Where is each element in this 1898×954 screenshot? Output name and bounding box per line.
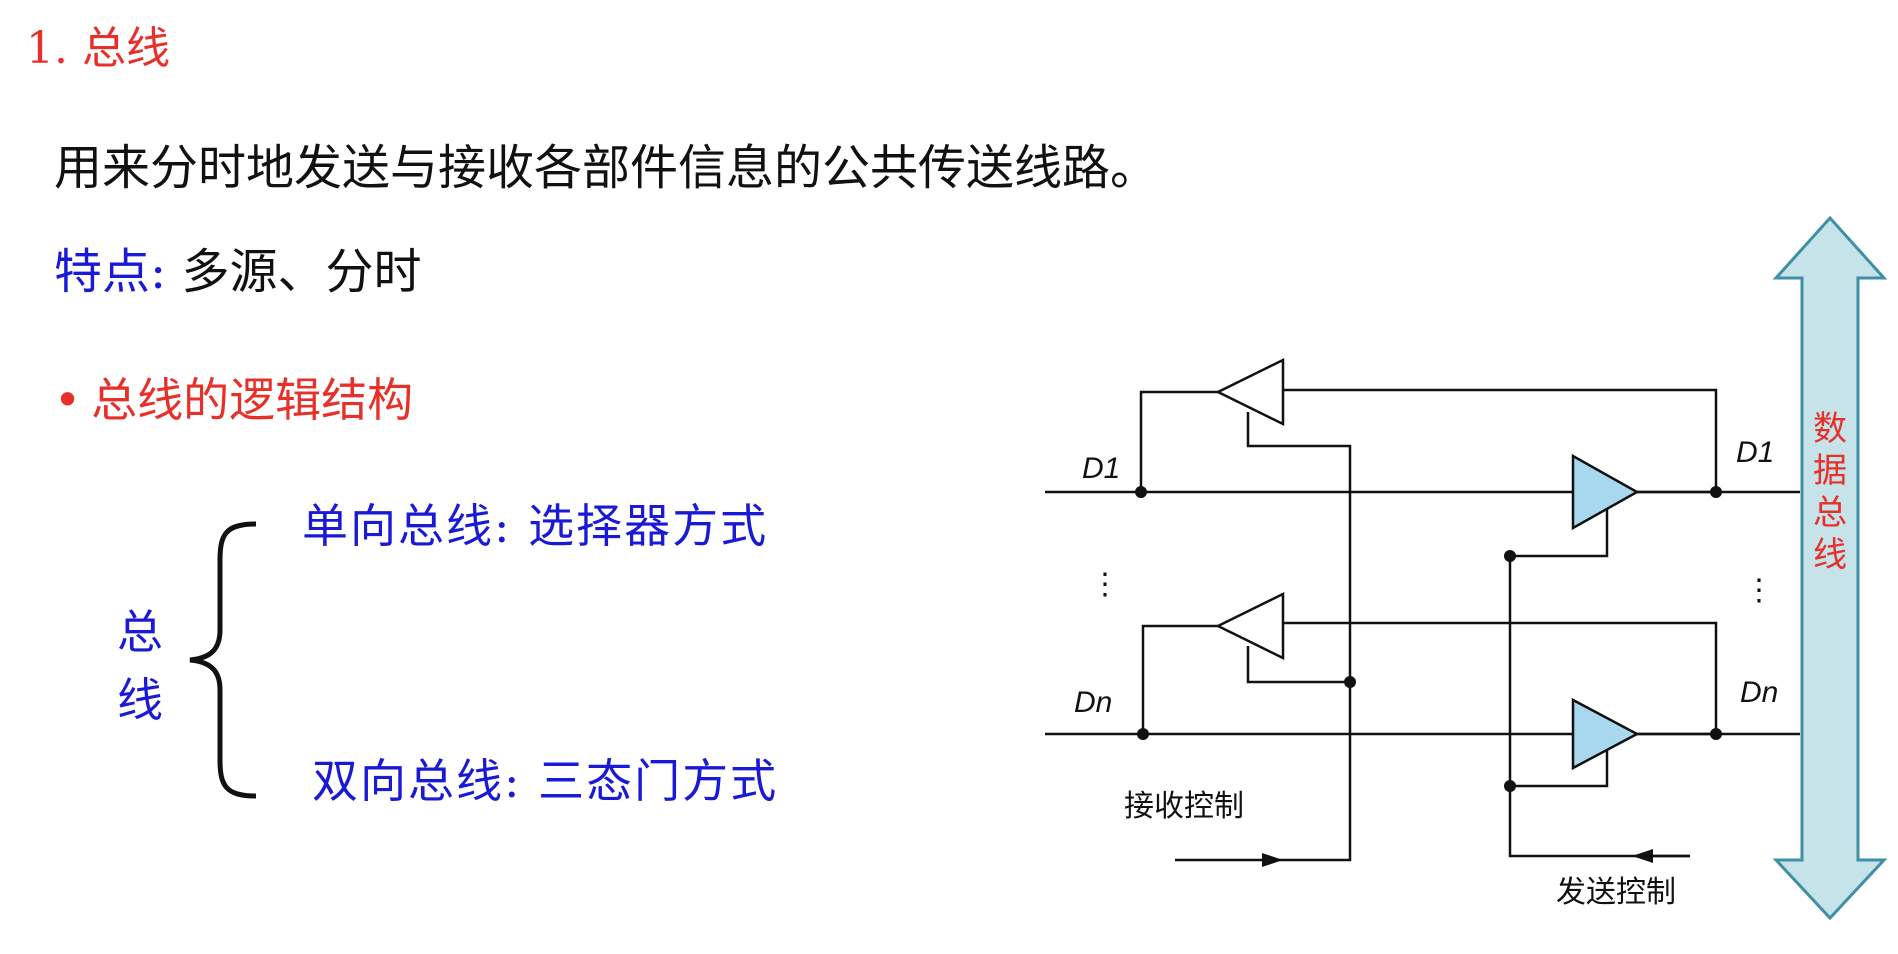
right-ellipsis: ⋮ bbox=[1744, 573, 1774, 608]
wire-recv2-enable bbox=[1246, 646, 1350, 684]
bus-label: 总线 bbox=[117, 605, 163, 727]
send-buffer-1-icon bbox=[1571, 453, 1640, 531]
right-d1-label: D1 bbox=[1736, 436, 1774, 469]
section-title: 1. 总线 bbox=[26, 23, 170, 74]
bullet-icon: • bbox=[54, 373, 82, 427]
features-label: 特点: bbox=[54, 244, 167, 300]
data-bus-label: 数 据 总 线 bbox=[1813, 409, 1847, 575]
left-d1-label: D1 bbox=[1082, 452, 1120, 485]
wire-recv2-out bbox=[1141, 624, 1218, 734]
wire-recv-control bbox=[1246, 412, 1352, 862]
definition-text: 用来分时地发送与接收各部件信息的公共传送线路。 bbox=[54, 140, 1159, 196]
junction-dots bbox=[1135, 486, 1722, 792]
wire-recv1-in bbox=[1283, 388, 1718, 492]
svg-text:总: 总 bbox=[1813, 493, 1847, 533]
unidirectional-bus-text: 单向总线: 选择器方式 bbox=[302, 499, 769, 553]
left-ellipsis: ⋮ bbox=[1090, 567, 1120, 602]
receive-buffer-n-icon bbox=[1215, 591, 1285, 661]
receive-arrowhead-icon bbox=[1262, 853, 1283, 867]
send-control-label: 发送控制 bbox=[1556, 876, 1676, 909]
wire-send1-enable bbox=[1510, 508, 1609, 558]
send-buffer-n-icon bbox=[1571, 697, 1640, 771]
wire-send-control bbox=[1508, 556, 1690, 858]
send-arrowhead-icon bbox=[1632, 849, 1653, 863]
bidirectional-bus-text: 双向总线: 三态门方式 bbox=[312, 754, 779, 808]
left-dn-label: Dn bbox=[1074, 686, 1112, 719]
structure-heading-text: 总线的逻辑结构 bbox=[91, 373, 414, 427]
data-bus-double-arrow-icon bbox=[1772, 215, 1888, 921]
features-value: 多源、分时 bbox=[181, 244, 422, 300]
wire-recv2-in bbox=[1283, 621, 1718, 734]
wire-recv1-out bbox=[1139, 390, 1218, 492]
features-line: 特点: 多源、分时 bbox=[54, 232, 421, 302]
svg-text:数: 数 bbox=[1813, 409, 1847, 449]
wire-send2-enable bbox=[1510, 748, 1609, 788]
svg-text:据: 据 bbox=[1813, 451, 1847, 491]
receive-buffer-1-icon bbox=[1215, 357, 1285, 427]
right-dn-label: Dn bbox=[1740, 676, 1778, 709]
svg-text:线: 线 bbox=[1813, 535, 1847, 575]
structure-heading: •总线的逻辑结构 bbox=[54, 364, 413, 430]
curly-brace-icon bbox=[189, 521, 257, 799]
receive-control-label: 接收控制 bbox=[1124, 790, 1244, 823]
